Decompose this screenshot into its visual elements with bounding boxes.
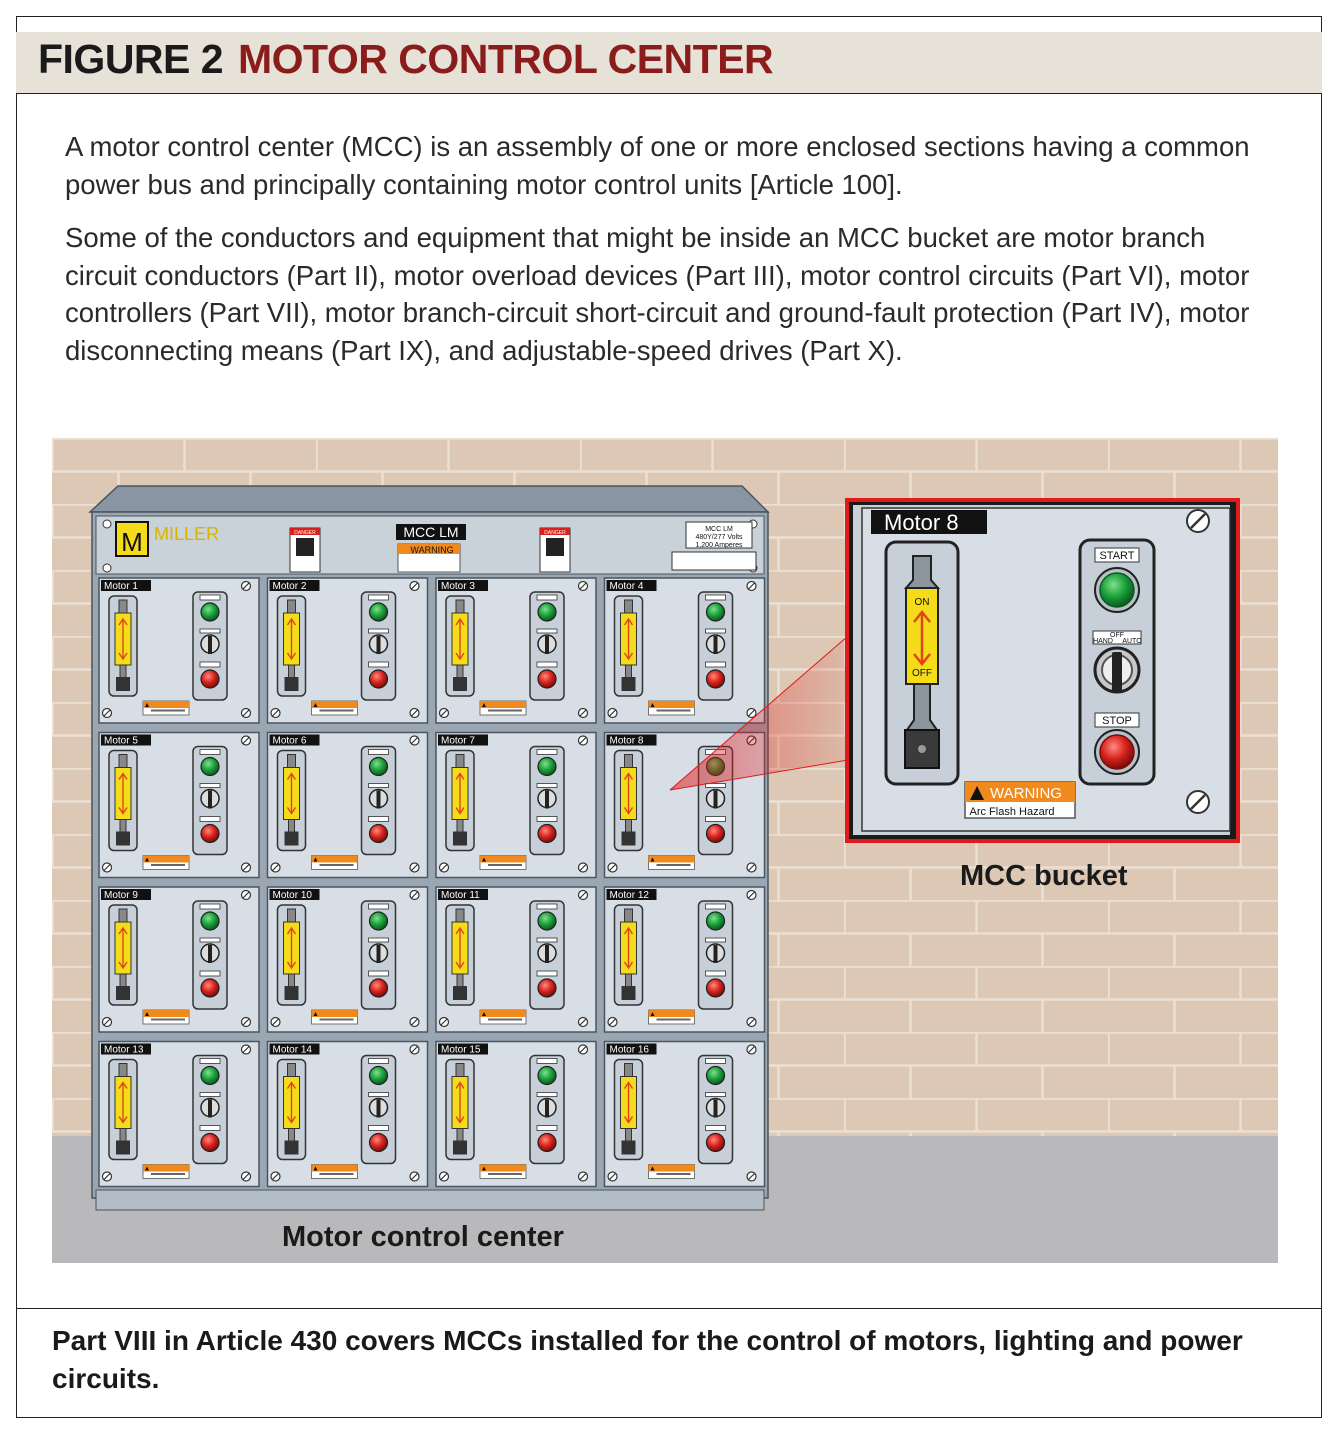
mcc-unit-label: Motor 1 xyxy=(104,581,138,592)
mcc-unit: Motor 6 xyxy=(266,731,429,879)
mcc-unit-label: Motor 14 xyxy=(273,1045,313,1056)
mcc-unit: Motor 15 xyxy=(435,1040,597,1188)
rating-line-3: 1,200 Amperes xyxy=(695,542,743,549)
equipment-paragraph: Some of the conductors and equipment tha… xyxy=(65,222,1250,366)
rating-line-2: 480Y/277 Volts xyxy=(695,534,743,541)
mcc-unit: Motor 12 xyxy=(603,886,766,1033)
figure-footer-note: Part VIII in Article 430 covers MCCs ins… xyxy=(52,1325,1243,1394)
figure-header: FIGURE 2 MOTOR CONTROL CENTER xyxy=(16,32,1322,94)
mcc-unit: Motor 13 xyxy=(98,1040,260,1188)
mcc-unit: Motor 10 xyxy=(266,886,429,1033)
mcc-unit-label: Motor 6 xyxy=(273,736,307,747)
mcc-name-plate-text: MCC LM xyxy=(403,524,458,540)
figure-number: FIGURE 2 xyxy=(38,36,224,82)
mcc-bucket-enlarged xyxy=(845,498,1240,843)
mcc-unit-label: Motor 2 xyxy=(273,581,307,592)
mcc-unit-label: Motor 13 xyxy=(104,1045,144,1056)
danger-label-left xyxy=(289,527,321,573)
selector-hand-label: HAND xyxy=(1093,638,1113,645)
info-plate xyxy=(671,551,757,571)
brand-logo-badge xyxy=(115,521,149,557)
stop-button-label: STOP xyxy=(1102,715,1132,727)
mcc-unit-label: Motor 16 xyxy=(610,1045,650,1056)
mcc-unit: Motor 7 xyxy=(435,731,597,879)
mcc-warning-text: WARNING xyxy=(410,545,453,555)
danger-label-right xyxy=(539,527,571,573)
mcc-unit-label: Motor 8 xyxy=(610,736,644,747)
mcc-unit-label: Motor 4 xyxy=(610,581,644,592)
bucket-title: Motor 8 xyxy=(884,510,959,535)
rating-plate xyxy=(685,521,753,549)
mcc-unit-label: Motor 12 xyxy=(610,890,650,901)
bucket-on-label: ON xyxy=(915,597,930,608)
mcc-unit: Motor 5 xyxy=(98,731,260,879)
selector-off-label: OFF xyxy=(1110,632,1124,639)
brand-name: MILLER xyxy=(154,524,219,544)
brand-logo-letter: M xyxy=(121,527,143,557)
mcc-unit-label: Motor 9 xyxy=(104,890,138,901)
mcc-unit-label: Motor 11 xyxy=(441,890,480,901)
mcc-unit: Motor 3 xyxy=(435,577,597,724)
bucket-off-label: OFF xyxy=(912,668,932,679)
mcc-unit: Motor 1 xyxy=(98,577,260,724)
mcc-unit-label: Motor 15 xyxy=(441,1045,481,1056)
figure-title: MOTOR CONTROL CENTER xyxy=(238,36,774,82)
mcc-caption: Motor control center xyxy=(282,1221,564,1253)
mcc-unit: Motor 11 xyxy=(435,886,597,1033)
footer-divider xyxy=(16,1308,1322,1309)
bucket-caption: MCC bucket xyxy=(960,860,1128,892)
mcc-unit-label: Motor 10 xyxy=(273,890,313,901)
figure-frame xyxy=(16,16,1322,1418)
rating-line-1: MCC LM xyxy=(705,526,733,533)
danger-label-left-text: DANGER xyxy=(294,530,316,536)
definition-paragraph: A motor control center (MCC) is an assem… xyxy=(65,131,1250,200)
mcc-unit: Motor 16 xyxy=(603,1040,766,1188)
selector-auto-label: AUTO xyxy=(1122,638,1142,645)
mcc-unit-label: Motor 7 xyxy=(441,736,475,747)
mcc-unit: Motor 9 xyxy=(98,886,260,1033)
mcc-name-plate xyxy=(396,524,466,540)
mcc-unit-label: Motor 3 xyxy=(441,581,475,592)
mcc-unit-label: Motor 5 xyxy=(104,736,138,747)
mcc-unit: Motor 8 xyxy=(603,731,766,879)
mcc-units-grid: Motor 1 Motor 2 Motor 3 Motor 4 Motor 5 Motor… xyxy=(98,577,766,1188)
mcc-unit: Motor 4 xyxy=(603,577,766,724)
bucket-warning-label: WARNING xyxy=(990,785,1062,802)
start-button-label: START xyxy=(1099,550,1134,562)
bucket-warning-text: Arc Flash Hazard xyxy=(970,806,1055,818)
mcc-unit: Motor 14 xyxy=(266,1040,429,1188)
mcc-unit: Motor 2 xyxy=(266,577,429,724)
danger-label-right-text: DANGER xyxy=(544,530,566,536)
